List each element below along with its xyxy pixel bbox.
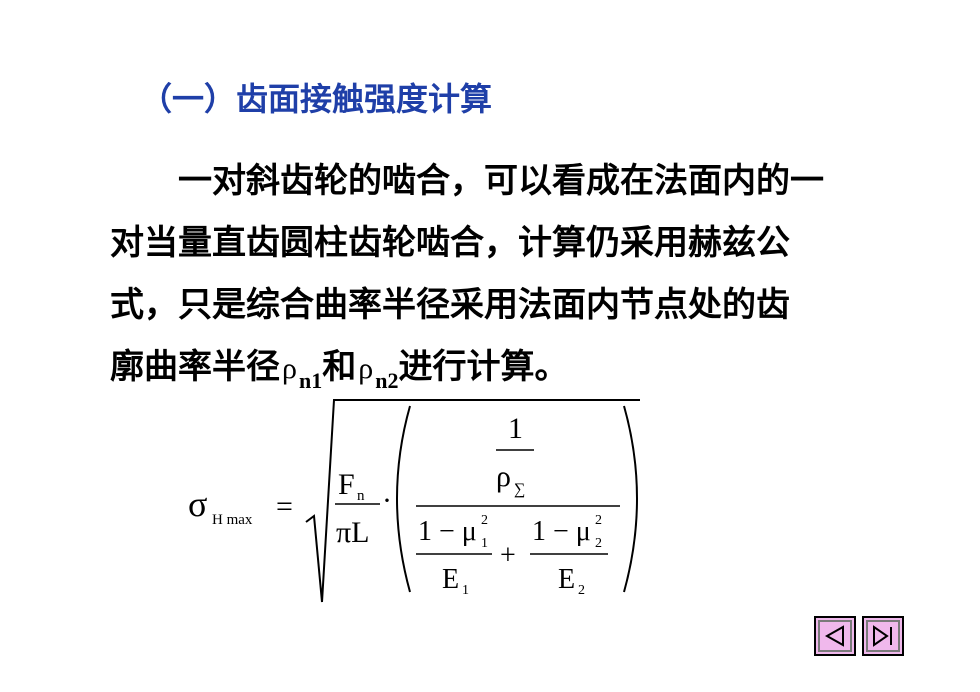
slide-title: （一）齿面接触强度计算 xyxy=(140,80,493,118)
rho-symbol: ρ xyxy=(496,460,511,493)
mu2-superscript: 2 xyxy=(595,513,602,528)
radical-sign xyxy=(305,399,640,603)
mu1-subscript: 1 xyxy=(481,536,488,551)
right-parenthesis xyxy=(623,405,638,593)
paragraph-line-1: 一对斜齿轮的啮合，可以看成在法面内的一 xyxy=(178,161,824,201)
left-parenthesis xyxy=(396,405,411,593)
mu1-superscript: 2 xyxy=(481,513,488,528)
subscript-n1: n1 xyxy=(298,368,323,393)
slide-navigation xyxy=(814,616,904,656)
subscript-n2: n2 xyxy=(375,368,399,393)
e1-symbol: E xyxy=(442,564,459,595)
multiply-dot: · xyxy=(382,484,392,517)
term1-numerator: 1 − μ xyxy=(418,516,477,547)
mu2-subscript: 2 xyxy=(595,536,602,551)
sigma-symbol: σ xyxy=(188,484,207,524)
previous-slide-button[interactable] xyxy=(814,616,856,656)
e2-symbol: E xyxy=(558,564,575,595)
term2-numerator: 1 − μ xyxy=(532,516,591,547)
pi-l-symbol: πL xyxy=(336,516,369,549)
next-slide-button[interactable] xyxy=(862,616,904,656)
triangle-right-bar-icon xyxy=(873,625,892,647)
paragraph-line-2: 对当量直齿圆柱齿轮啮合，计算仍采用赫兹公 xyxy=(110,223,790,263)
e2-subscript: 2 xyxy=(578,583,585,598)
rho-symbol-1: ρ xyxy=(282,352,297,385)
paragraph-line-3: 式，只是综合曲率半径采用法面内节点处的齿 xyxy=(110,285,790,325)
paragraph-line-4: 廓曲率半径ρn1和ρn2进行计算。 xyxy=(110,336,890,412)
e1-subscript: 1 xyxy=(462,583,469,598)
contact-stress-formula: σ H max = F n πL · 1 ρ ∑ 1 − μ 1 2 E 1 +… xyxy=(188,399,640,603)
line4-text-b: 进行计算。 xyxy=(398,347,569,387)
numerator-one: 1 xyxy=(508,412,523,445)
rho-symbol-2: ρ xyxy=(358,352,374,385)
force-subscript: n xyxy=(357,488,365,504)
sigma-subscript: H max xyxy=(212,512,253,528)
rho-subscript-sum: ∑ xyxy=(514,481,525,498)
line4-text-a: 廓曲率半径 xyxy=(110,347,280,387)
force-symbol: F xyxy=(338,468,355,501)
body-paragraph: 一对斜齿轮的啮合，可以看成在法面内的一 对当量直齿圆柱齿轮啮合，计算仍采用赫兹公… xyxy=(110,150,890,412)
triangle-left-icon xyxy=(824,625,844,647)
equals-sign: = xyxy=(276,490,293,523)
conjunction: 和 xyxy=(322,347,357,387)
plus-sign: + xyxy=(500,540,516,571)
